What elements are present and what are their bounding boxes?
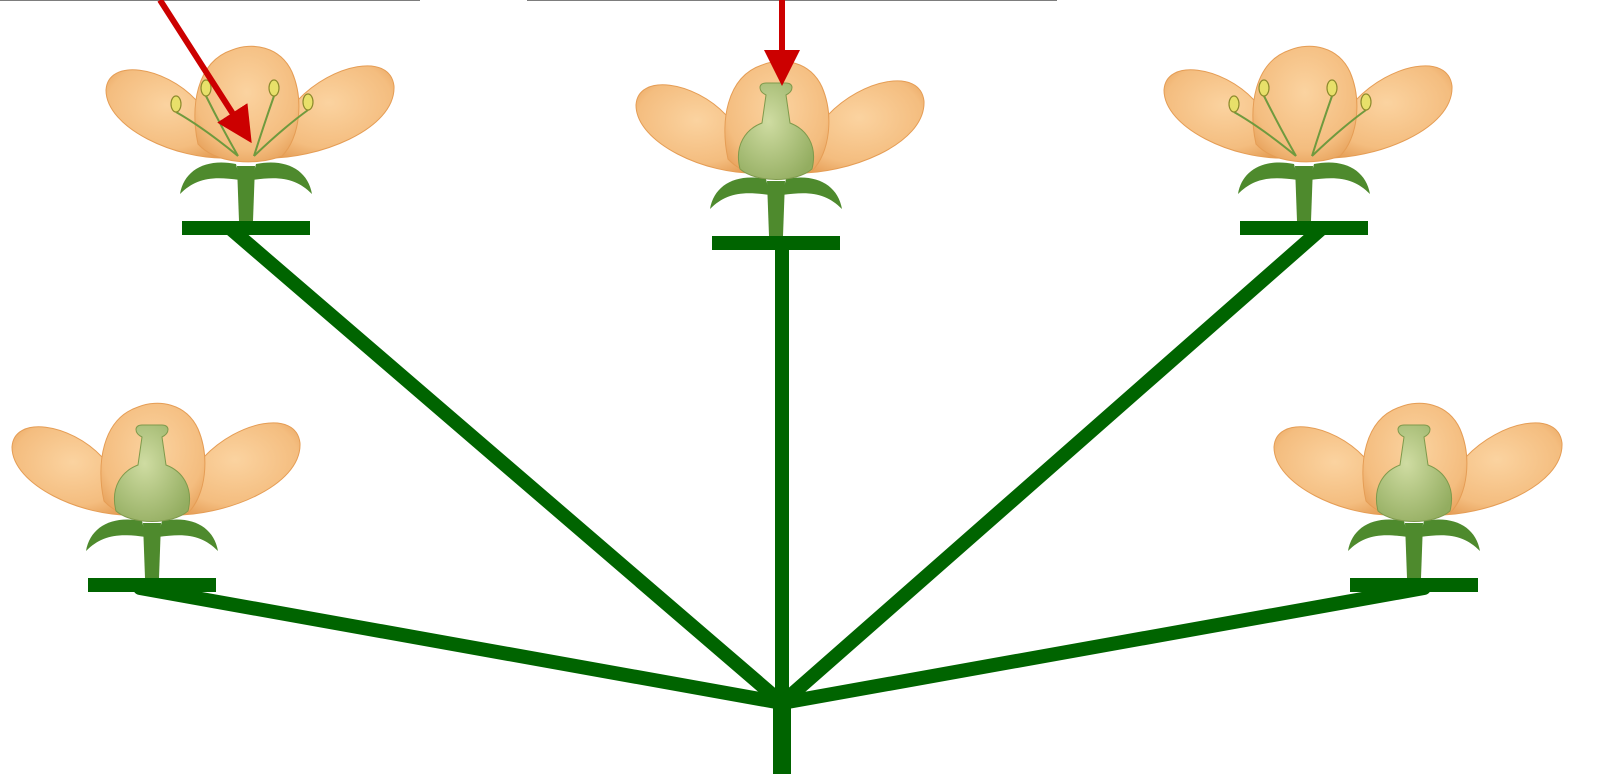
platform-bar <box>712 236 840 250</box>
sepal-left <box>710 177 770 209</box>
stamen-anther <box>303 94 313 110</box>
branch-bottom-left <box>140 588 782 703</box>
flower-bottom-left <box>12 403 300 592</box>
stamen-anther <box>1361 94 1371 110</box>
stamen-anther <box>1259 80 1269 96</box>
branches <box>140 230 1424 774</box>
sepal-left <box>1238 162 1298 194</box>
platform-bar <box>182 221 310 235</box>
flower-top-right <box>1164 46 1452 235</box>
stamen-anther <box>1327 80 1337 96</box>
stamen-anther <box>269 80 279 96</box>
pedicel <box>767 181 785 236</box>
branch-top-right <box>782 230 1320 703</box>
flower-bottom-right <box>1274 403 1562 592</box>
sepal-right <box>1310 162 1370 194</box>
pedicel <box>237 166 255 221</box>
sepal-left <box>86 519 146 551</box>
pedicel <box>1405 523 1423 578</box>
branch-top-left <box>232 230 782 703</box>
sepal-left <box>180 162 240 194</box>
sepal-right <box>1420 519 1480 551</box>
platform-bar <box>1240 221 1368 235</box>
sepal-right <box>158 519 218 551</box>
pedicel <box>143 523 161 578</box>
sepal-right <box>782 177 842 209</box>
sepal-left <box>1348 519 1408 551</box>
pedicel <box>1295 166 1313 221</box>
platform-bar <box>1350 578 1478 592</box>
stamen-anther <box>171 96 181 112</box>
platform-bar <box>88 578 216 592</box>
sepal-right <box>252 162 312 194</box>
branch-bottom-right <box>782 588 1424 703</box>
flower-top-center <box>636 61 924 250</box>
stamen-anther <box>1229 96 1239 112</box>
flower-top-left <box>106 46 394 235</box>
